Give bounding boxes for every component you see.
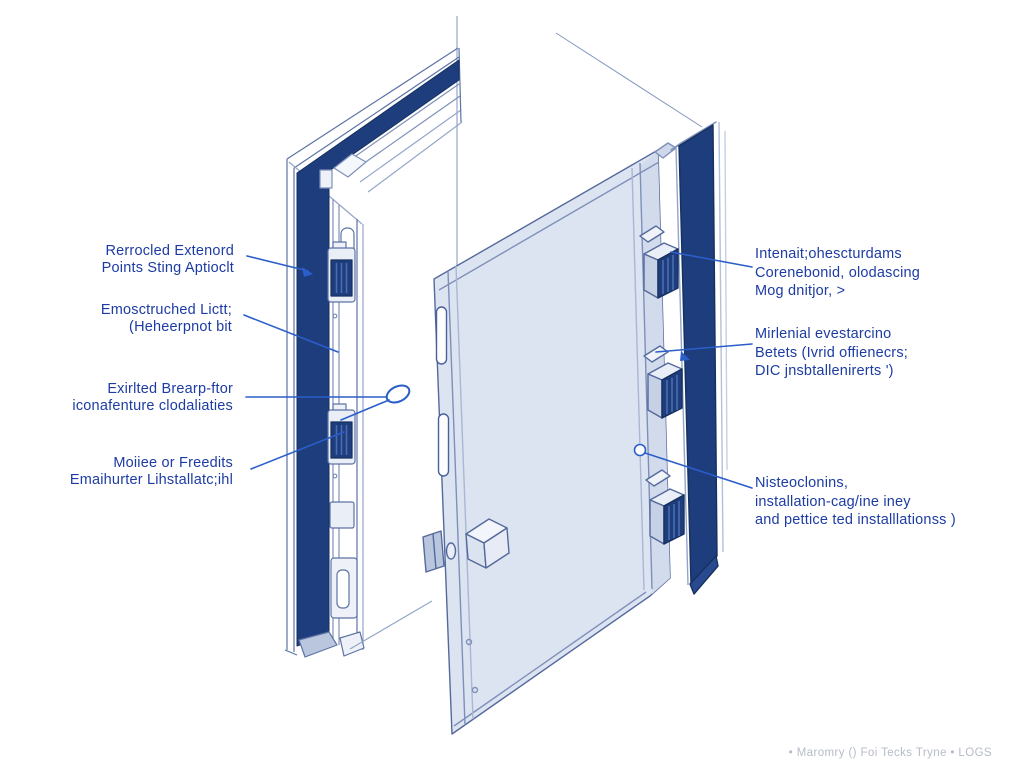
callout-frame-structure: Emosctruched Lictt; (Heheerpnot bit (100, 302, 232, 335)
door-edge-seal (670, 121, 728, 595)
lasso-loop-callout (385, 384, 411, 404)
frame-hinge-top (327, 241, 356, 303)
right-leader-lines (633, 251, 753, 489)
frame-hinge-middle (327, 403, 356, 465)
footer-watermark: • Maromry () Foi Tecks Tryne • LOGS (788, 747, 992, 759)
callout-door-installation: Nisteoclonins, installation-cag/ine iney… (755, 475, 956, 528)
screw-callout-circle (633, 443, 647, 457)
door-latch (422, 530, 445, 573)
left-leader-lines (243, 255, 411, 470)
door-hinge-top (639, 225, 679, 299)
door-hinge-middle (643, 345, 683, 419)
callout-frame-hinge: Moiiee or Freedits Emaihurter Lihstallat… (69, 455, 233, 488)
door-hinge-bottom (645, 469, 685, 545)
callout-frame-seal: Exirlted Brearp-ftor iconafenture clodal… (72, 381, 233, 414)
callout-door-edge-seal: Mirlenial evestarcino Betets (Ivrid offi… (755, 326, 909, 379)
callout-frame-reinforced-points: Rerrocled Extenord Points Sting Aptioclt (101, 243, 234, 276)
callout-door-top-hinge: Intenait;ohescturdams Corenebonid, oloda… (755, 246, 921, 299)
door-handle (465, 518, 510, 569)
door-leaf-illustration (422, 121, 728, 735)
door-panel-face (433, 149, 671, 735)
small-arrow-marker (680, 351, 690, 361)
door-frame-illustration (284, 47, 463, 658)
